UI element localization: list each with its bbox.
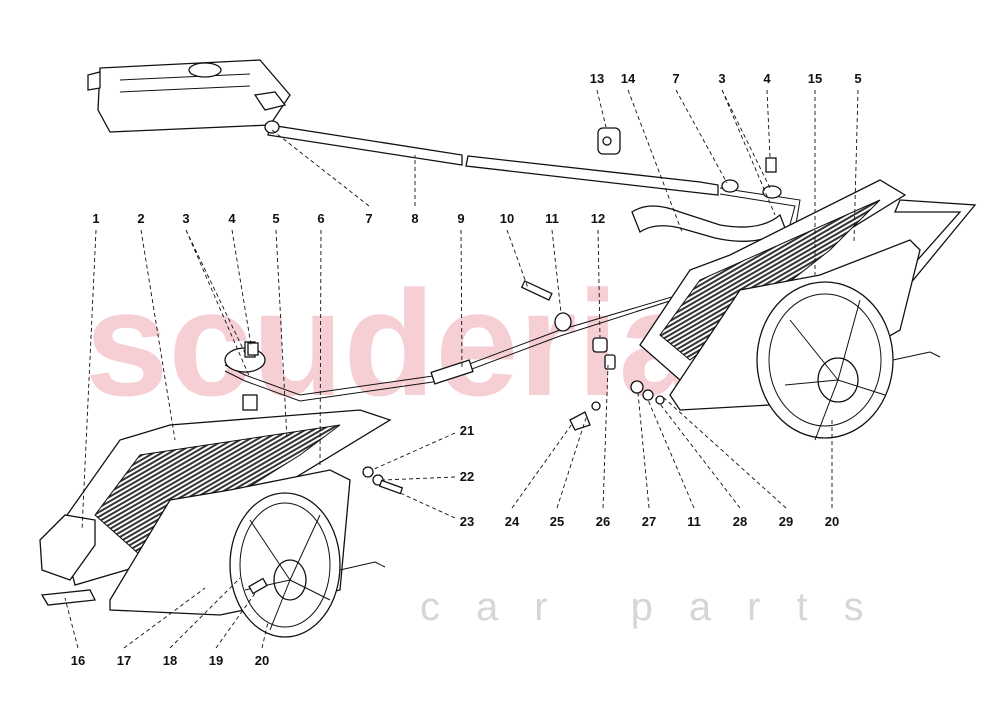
callout-label: 24 xyxy=(505,514,520,529)
callout-label: 6 xyxy=(317,211,324,226)
callout-label: 15 xyxy=(808,71,822,86)
hose-14 xyxy=(631,205,786,242)
callout-label: 28 xyxy=(733,514,747,529)
callout-label: 3 xyxy=(718,71,725,86)
callout-label: 19 xyxy=(209,653,223,668)
callout-label: 29 xyxy=(779,514,793,529)
expansion-tank xyxy=(87,59,291,133)
callout-label: 8 xyxy=(411,211,418,226)
watermark-sub: car parts xyxy=(420,585,900,629)
clamp-13 xyxy=(597,127,621,155)
callout-label: 9 xyxy=(457,211,464,226)
callout-label: 7 xyxy=(365,211,372,226)
callout-label: 27 xyxy=(642,514,656,529)
right-fan xyxy=(756,281,941,441)
callout-label: 7 xyxy=(672,71,679,86)
callout-label: 5 xyxy=(854,71,861,86)
callout-label: 18 xyxy=(163,653,177,668)
callout-label: 20 xyxy=(255,653,269,668)
watermark-brand: scuderia xyxy=(85,259,704,427)
callout-label: 2 xyxy=(137,211,144,226)
callout-label: 13 xyxy=(590,71,604,86)
callout-label: 4 xyxy=(763,71,771,86)
callout-label: 20 xyxy=(825,514,839,529)
callout-label: 17 xyxy=(117,653,131,668)
callout-label: 5 xyxy=(272,211,279,226)
callout-label: 12 xyxy=(591,211,605,226)
callout-label: 21 xyxy=(460,423,474,438)
watermark: scuderia xyxy=(85,259,704,427)
callout-label: 3 xyxy=(182,211,189,226)
callout-label: 4 xyxy=(228,211,236,226)
callout-label: 14 xyxy=(621,71,636,86)
callout-label: 11 xyxy=(687,514,701,529)
callout-label: 16 xyxy=(71,653,85,668)
callout-label: 26 xyxy=(596,514,610,529)
callout-label: 25 xyxy=(550,514,564,529)
callout-label: 10 xyxy=(500,211,514,226)
callout-labels: 13 14 7 3 4 15 5 1 2 3 4 5 6 7 8 9 10 11… xyxy=(71,71,862,668)
small-fittings xyxy=(247,120,782,495)
callout-label: 1 xyxy=(92,211,99,226)
left-fan xyxy=(229,492,386,638)
callout-label: 11 xyxy=(545,211,559,226)
leader-lines xyxy=(64,89,859,649)
callout-label: 22 xyxy=(460,469,474,484)
callout-label: 23 xyxy=(460,514,474,529)
